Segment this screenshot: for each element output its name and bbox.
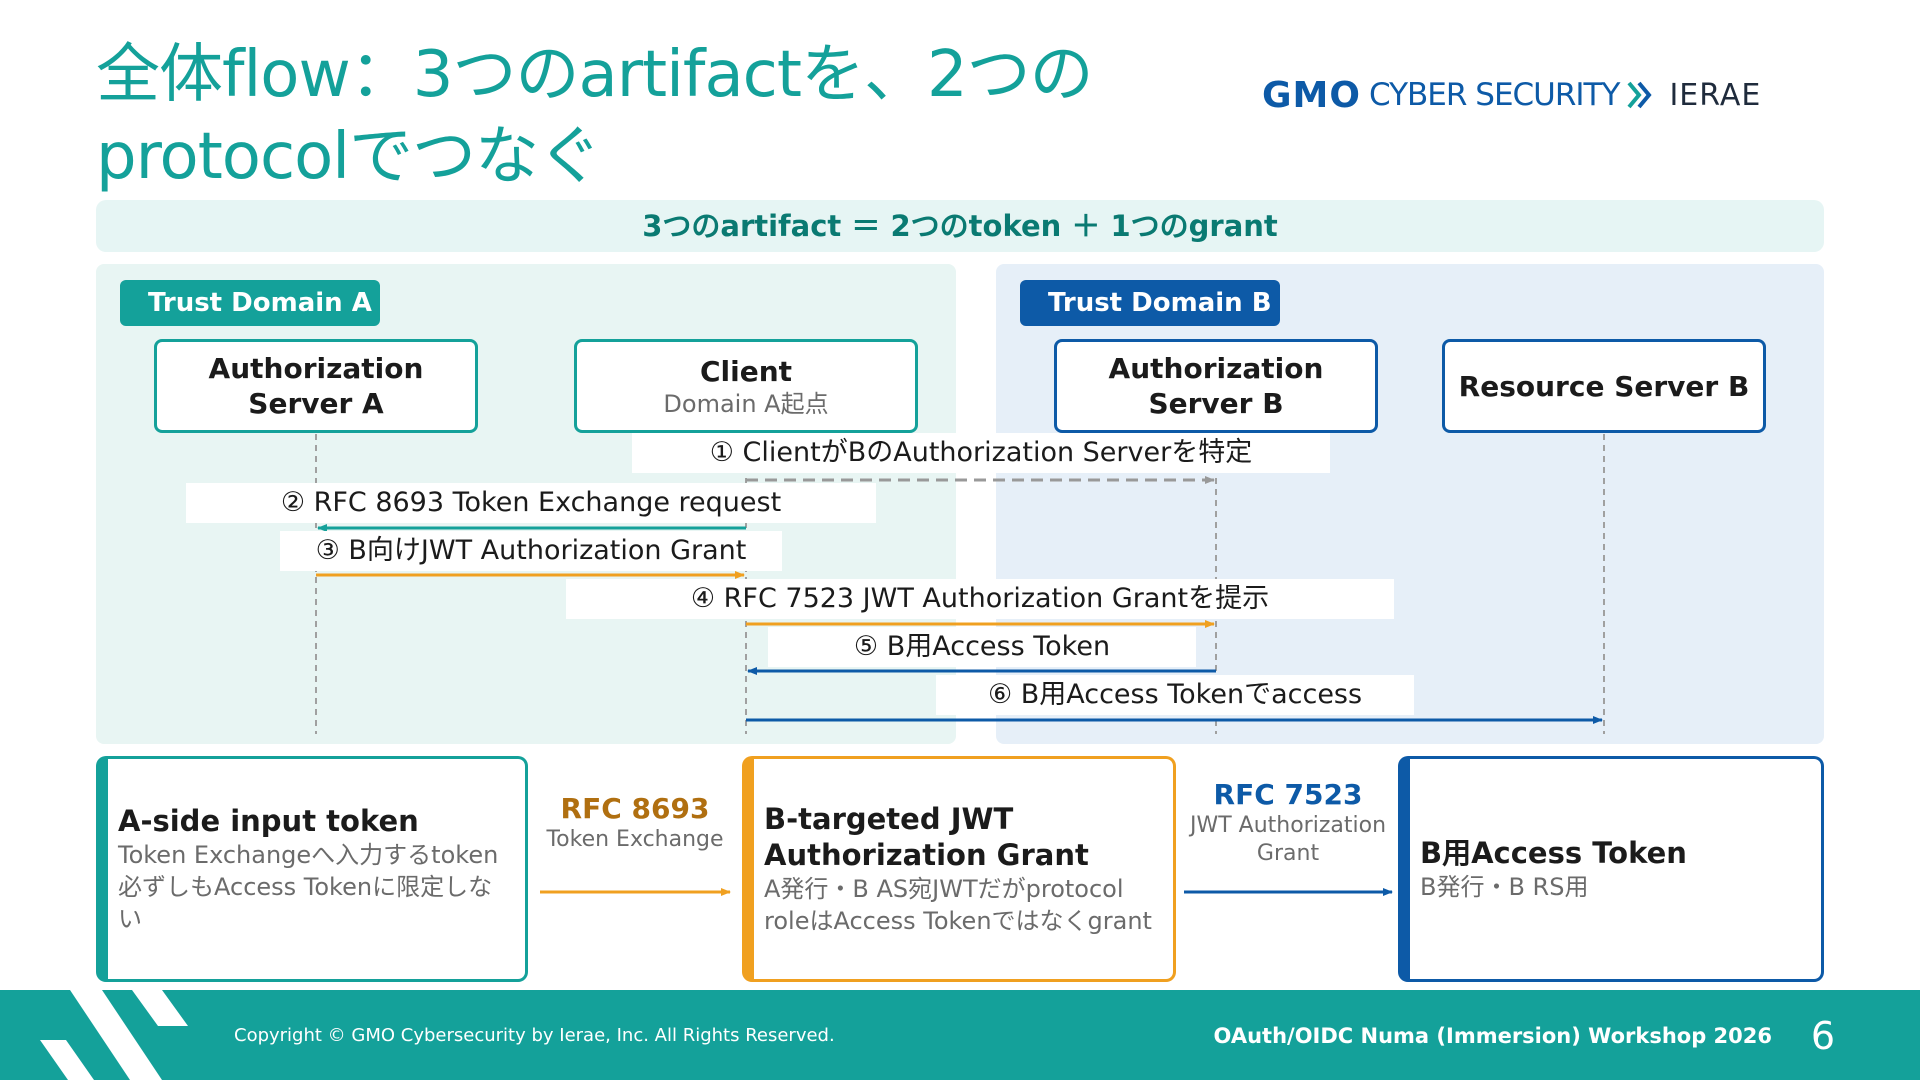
node-as-a-title: Authorization Server A	[208, 352, 424, 420]
rfc8693-name: Token Exchange	[546, 827, 724, 852]
logo-cybersecurity-text: CYBER SECURITY	[1368, 77, 1620, 113]
logo-slash-icon	[1627, 81, 1653, 109]
message-label-5: ⑤ B用Access Token	[768, 627, 1196, 667]
message-label-2: ② RFC 8693 Token Exchange request	[186, 483, 876, 523]
node-client-title: Client	[699, 354, 793, 388]
card-b-access-token: B用Access Token B発行・B RS用	[1398, 756, 1824, 982]
node-client: Client Domain A起点	[574, 339, 918, 433]
rfc7523-name: JWT Authorization Grant	[1189, 813, 1387, 866]
card-a-side-input-token: A-side input token Token Exchangeへ入力するto…	[96, 756, 528, 982]
card-b-targeted-grant: B-targeted JWT Authorization Grant A発行・B…	[742, 756, 1176, 982]
message-label-4: ④ RFC 7523 JWT Authorization Grantを提示	[566, 579, 1394, 619]
message-label-1: ① ClientがBのAuthorization Serverを特定	[632, 433, 1330, 473]
rfc8693-number: RFC 8693	[560, 792, 710, 825]
node-client-subtitle: Domain A起点	[663, 389, 829, 418]
node-rs-b-title: Resource Server B	[1458, 369, 1750, 403]
card-b-token-desc: B発行・B RS用	[1420, 873, 1589, 901]
logo-gmo-text: GMO	[1262, 74, 1361, 116]
trust-domain-a-tag: Trust Domain A	[120, 280, 380, 326]
card-b-token-title: B用Access Token	[1420, 836, 1687, 870]
rfc7523-label: RFC 7523 JWT Authorization Grant	[1184, 778, 1392, 868]
rfc7523-number: RFC 7523	[1213, 778, 1363, 811]
card-grant-title: B-targeted JWT Authorization Grant	[764, 802, 1089, 872]
footer-bar	[0, 990, 1920, 1080]
trust-domain-b-tag: Trust Domain B	[1020, 280, 1280, 326]
card-a-desc: Token Exchangeへ入力するtoken必ずしもAccess Token…	[118, 841, 499, 933]
card-grant-desc: A発行・B AS宛JWTだがprotocol roleはAccess Token…	[764, 875, 1152, 935]
rfc8693-label: RFC 8693 Token Exchange	[540, 792, 730, 854]
footer-stripes-icon	[40, 990, 188, 1080]
node-authorization-server-b: Authorization Server B	[1054, 339, 1378, 433]
logo-ierae-text: IERAE	[1669, 77, 1762, 113]
message-label-3: ③ B向けJWT Authorization Grant	[280, 531, 782, 571]
page-number: 6	[1810, 1014, 1836, 1058]
node-authorization-server-a: Authorization Server A	[154, 339, 478, 433]
footer-workshop-title: OAuth/OIDC Numa (Immersion) Workshop 202…	[1213, 1024, 1772, 1048]
card-a-title: A-side input token	[118, 804, 419, 838]
node-resource-server-b: Resource Server B	[1442, 339, 1766, 433]
page-title: 全体flow：3つのartifactを、2つのprotocolでつなぐ	[96, 38, 1094, 194]
message-label-6: ⑥ B用Access Tokenでaccess	[936, 675, 1414, 715]
footer-copyright: Copyright © GMO Cybersecurity by Ierae, …	[234, 1025, 835, 1046]
company-logo: GMO CYBER SECURITY IERAE	[1262, 74, 1844, 116]
node-as-b-title: Authorization Server B	[1108, 352, 1324, 420]
artifact-summary-bar: 3つのartifact ＝ 2つのtoken ＋ 1つのgrant	[96, 200, 1824, 252]
